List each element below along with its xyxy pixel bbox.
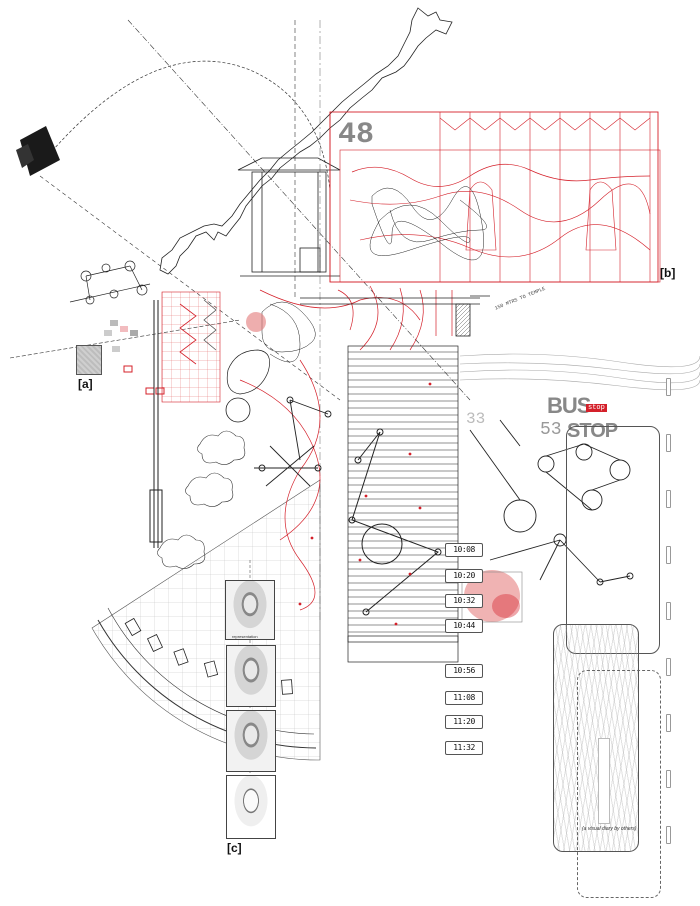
label-a: [a]	[78, 377, 93, 391]
fan-grid	[91, 479, 321, 761]
red-zigzag	[179, 303, 197, 365]
white-bar	[598, 738, 610, 824]
red-dots	[298, 382, 432, 626]
clock-display-2: 10:20	[445, 569, 483, 583]
mechanism-left	[69, 260, 151, 305]
edge-tick-4	[666, 546, 671, 564]
red-grid-panel	[161, 291, 221, 403]
scribble-cluster	[369, 186, 487, 261]
scribble-panel	[553, 624, 639, 852]
portrait-caption: representation	[232, 634, 258, 639]
number-53: 53	[540, 420, 562, 440]
striped-block	[347, 345, 459, 663]
mechanism-panel	[566, 426, 660, 654]
vertical-post-left	[149, 300, 163, 548]
bus-shelter-elevation	[237, 157, 341, 277]
label-b: [b]	[660, 266, 676, 280]
edge-tick-9	[666, 826, 671, 844]
coastline	[159, 7, 453, 275]
clock-display-5: 10:56	[445, 664, 483, 678]
edge-tick-7	[666, 714, 671, 732]
wrapped-figure-shape	[226, 349, 270, 395]
portrait-4	[226, 775, 276, 839]
photo-thumbnail	[76, 345, 102, 375]
link-arm-linkage	[348, 428, 442, 616]
clock-display-1: 10:08	[445, 543, 483, 557]
clock-display-8: 11:32	[445, 741, 483, 755]
diagonal-line-2	[127, 19, 471, 401]
cloud-shape-1	[197, 430, 246, 465]
edge-tick-8	[666, 770, 671, 788]
cloud-shape-2	[185, 472, 234, 507]
rosette-shape	[225, 397, 251, 423]
panel-caption: (a visual diary by others)	[582, 826, 637, 832]
stop-text: STOP	[567, 420, 618, 442]
small-scribble-cluster	[261, 301, 316, 363]
edge-tick-6	[666, 658, 671, 676]
number-33: 33	[466, 410, 486, 428]
clock-display-4: 10:44	[445, 619, 483, 633]
cross-linkage	[254, 396, 332, 487]
red-section-drawing	[329, 111, 661, 283]
portrait-3	[226, 710, 276, 772]
hand-photo-collage	[461, 570, 523, 623]
clock-display-7: 11:20	[445, 715, 483, 729]
edge-tick-3	[666, 490, 671, 508]
satellite-icon	[16, 126, 60, 176]
wavy-gray-lines	[459, 353, 700, 391]
platform-structure	[300, 295, 490, 337]
bus-text: BUS	[547, 393, 591, 418]
dashed-arc	[35, 60, 331, 191]
clock-display-6: 11:08	[445, 691, 483, 705]
scribble-panel-outline	[577, 670, 661, 898]
edge-tick-2	[666, 434, 671, 452]
portrait-2	[226, 645, 276, 707]
gray-zigzag	[203, 299, 217, 351]
red-glitch-patch	[246, 312, 266, 332]
label-c: [c]	[227, 841, 242, 855]
edge-tick-5	[666, 602, 671, 620]
clock-display-3: 10:32	[445, 594, 483, 608]
number-48: 48	[338, 118, 375, 152]
small-square-markers	[104, 320, 165, 395]
stop-badge: stop	[586, 404, 607, 412]
pulley-mechanism	[469, 419, 634, 586]
edge-tick-1	[666, 378, 671, 396]
portrait-1	[225, 580, 275, 640]
